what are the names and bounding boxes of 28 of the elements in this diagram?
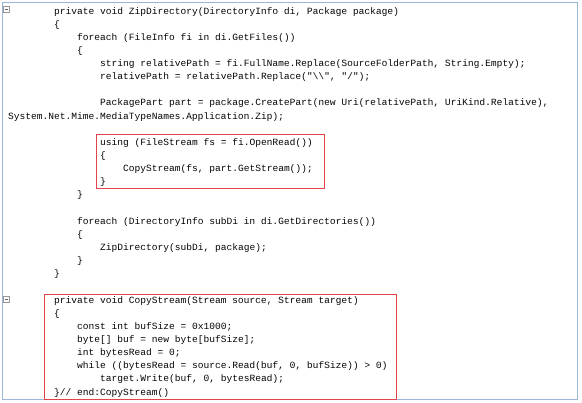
code-line: string relativePath = fi.FullName.Replace(SourceFolderPath, String.Empty); <box>100 57 526 70</box>
code-line: const int bufSize = 0x1000; <box>77 320 232 333</box>
code-line: foreach (DirectoryInfo subDi in di.GetDirectories()) <box>77 214 376 228</box>
code-line: } <box>100 175 106 188</box>
code-line: } <box>54 267 60 280</box>
code-line: while ((bytesRead = source.Read(buf, 0, bufSize)) > 0) <box>77 359 388 372</box>
code-line: ZipDirectory(subDi, package); <box>100 241 267 254</box>
code-line: { <box>54 306 60 320</box>
code-line: { <box>77 228 83 241</box>
code-line: using (FileStream fs = fi.OpenRead()) <box>100 136 313 149</box>
code-line: PackagePart part = package.CreatePart(new Uri(relativePath, UriKind.Relative), <box>100 96 548 110</box>
code-line: private void ZipDirectory(DirectoryInfo di, Package package) <box>54 4 399 18</box>
code-line: } <box>77 254 83 268</box>
code-line: { <box>54 18 60 31</box>
code-line: System.Net.Mime.MediaTypeNames.Application.Zip); <box>8 110 284 123</box>
code-line: private void CopyStream(Stream source, Stream target) <box>54 294 359 307</box>
code-line: relativePath = relativePath.Replace("\\", "/"); <box>100 70 370 84</box>
code-line: target.Write(buf, 0, bytesRead); <box>100 372 284 386</box>
code-line: foreach (FileInfo fi in di.GetFiles()) <box>77 30 296 44</box>
code-line: } <box>77 188 83 202</box>
code-line: { <box>100 149 106 162</box>
code-line: }// end:CopyStream() <box>54 386 169 399</box>
code-line: CopyStream(fs, part.GetStream()); <box>123 162 313 176</box>
code-line: byte[] buf = new byte[bufSize]; <box>77 333 256 346</box>
highlight-box <box>44 294 397 400</box>
code-line: int bytesRead = 0; <box>77 346 180 360</box>
highlight-box <box>96 134 325 189</box>
code-line: { <box>77 44 83 57</box>
